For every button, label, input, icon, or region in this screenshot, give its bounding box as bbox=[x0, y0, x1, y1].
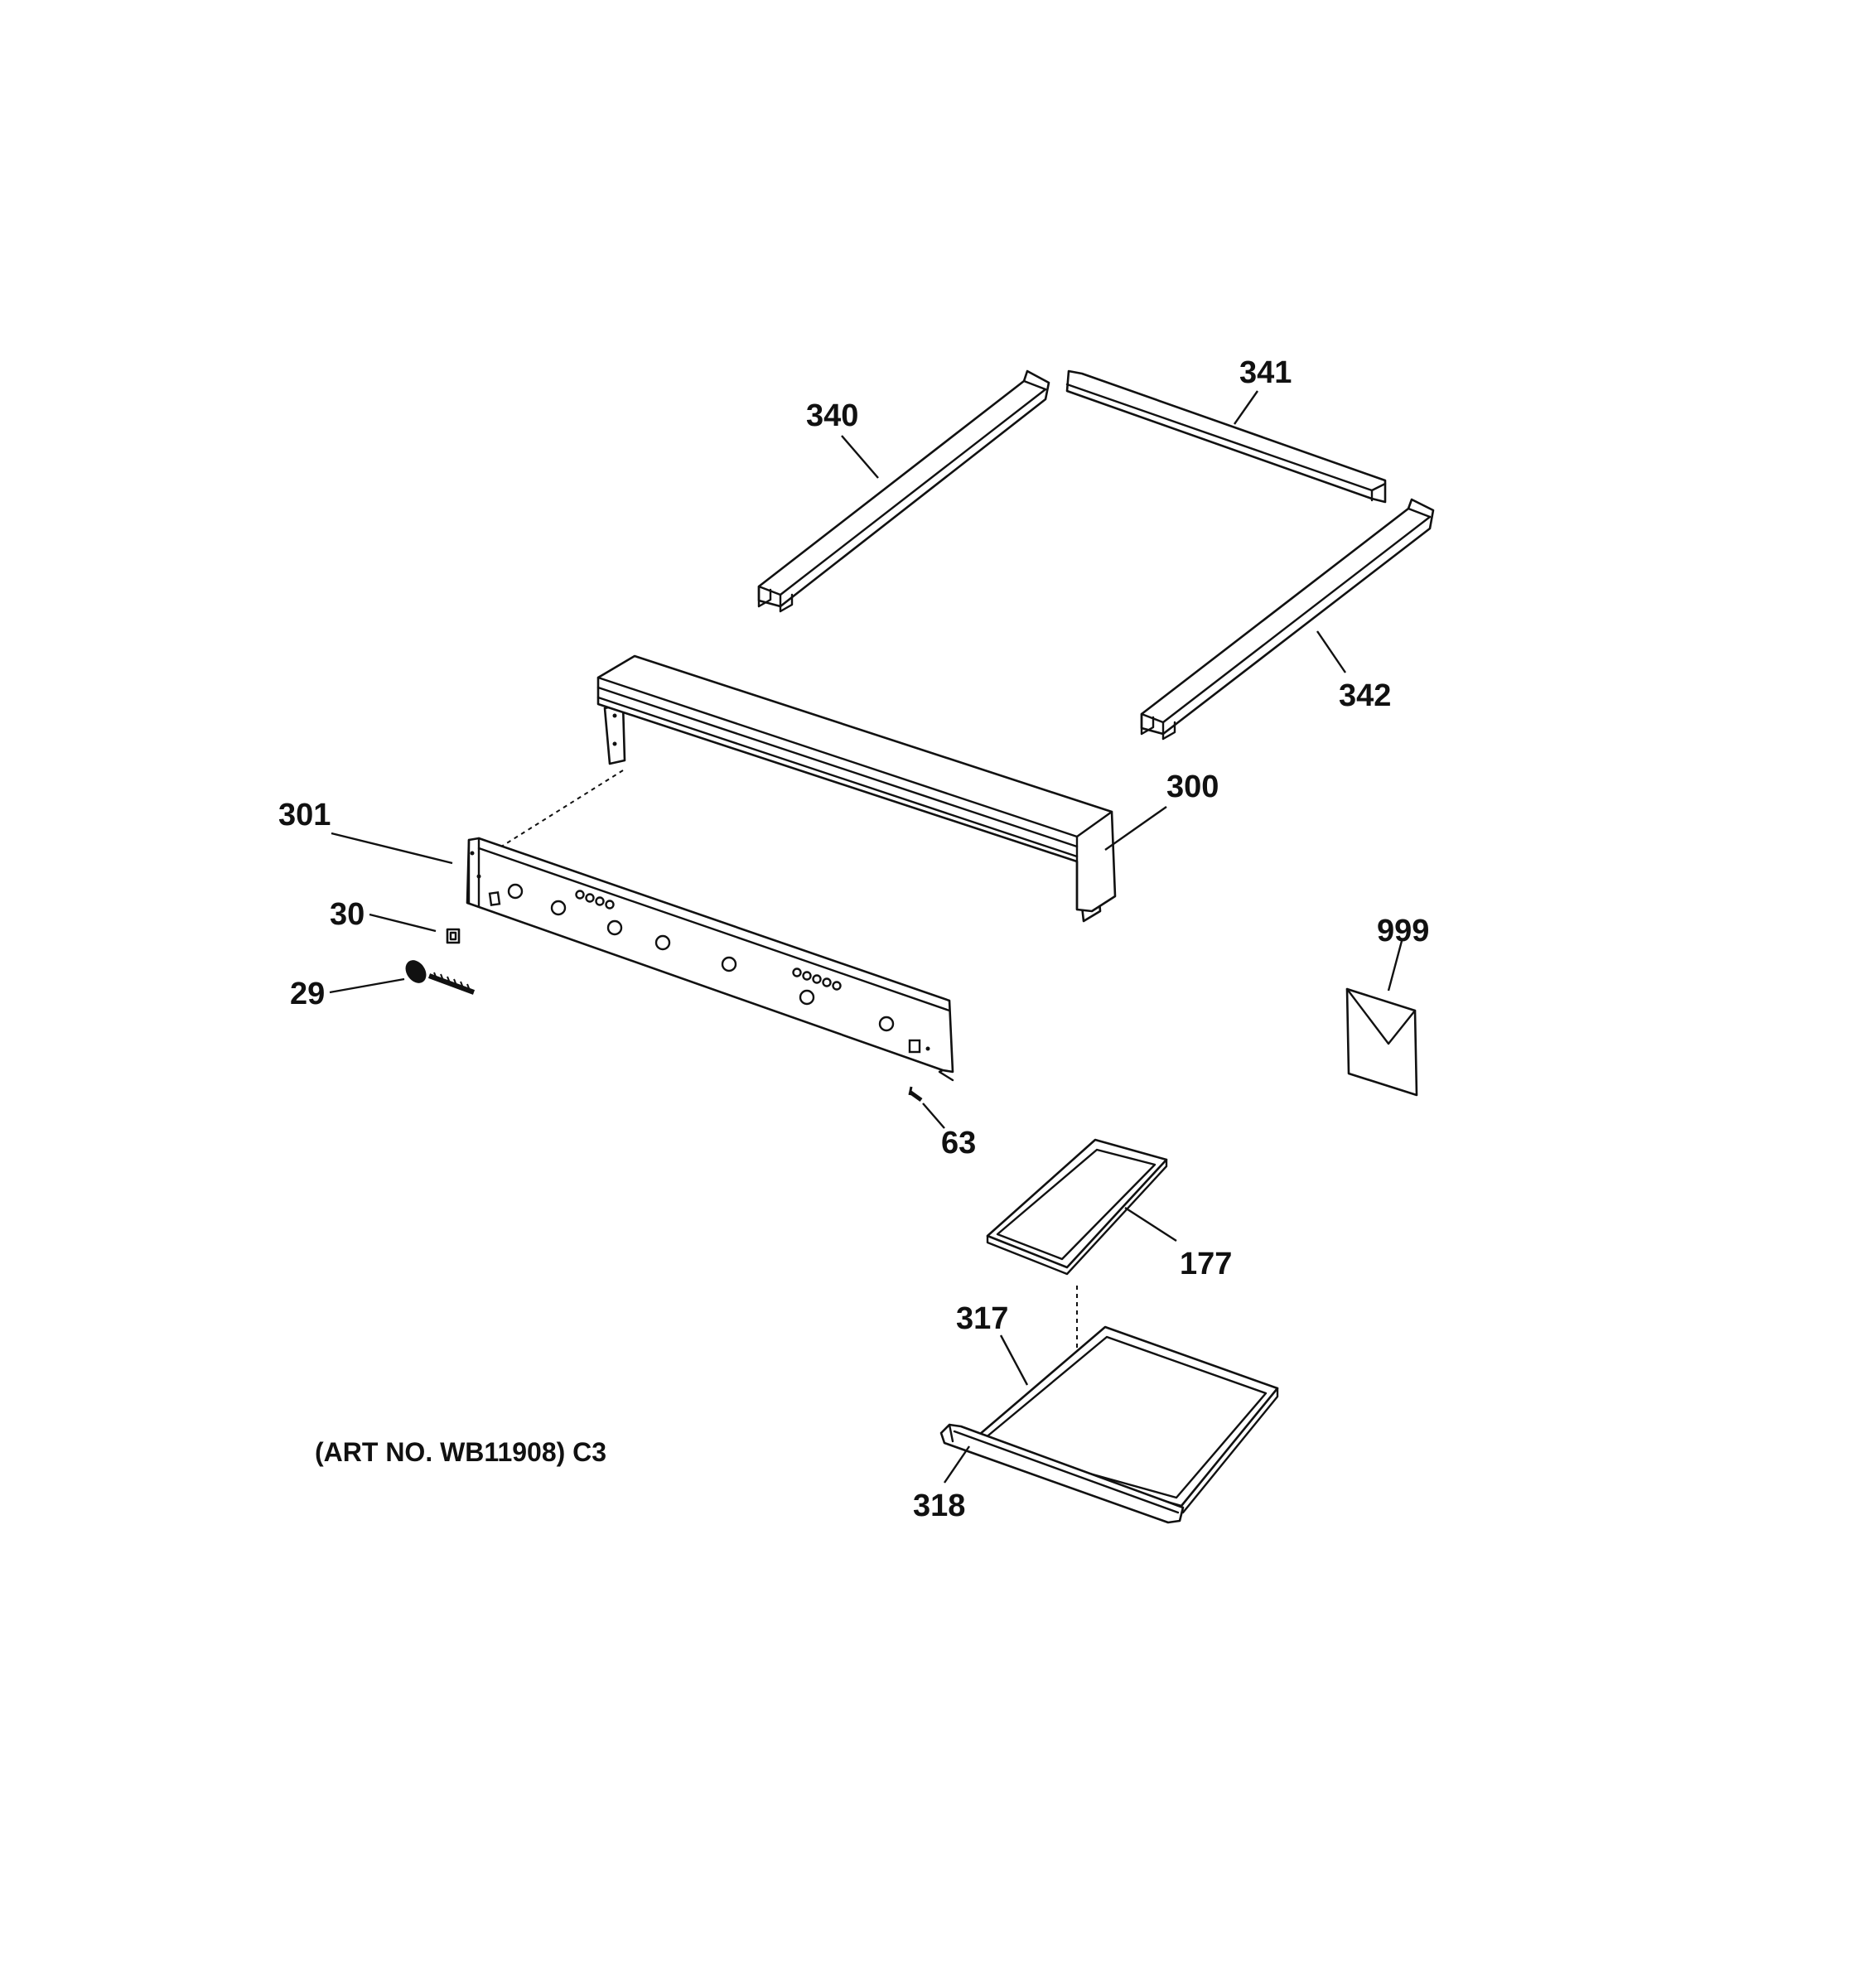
part-342-side-rail bbox=[1140, 498, 1435, 741]
leader-30 bbox=[369, 913, 437, 933]
label-342: 342 bbox=[1339, 678, 1391, 713]
label-317: 317 bbox=[956, 1301, 1008, 1336]
leader-63 bbox=[922, 1103, 945, 1129]
leader-340 bbox=[841, 435, 879, 479]
part-30-clip bbox=[446, 928, 461, 944]
leader-300 bbox=[1104, 806, 1167, 851]
label-300: 300 bbox=[1166, 770, 1219, 804]
art-number-caption: (ART NO. WB11908) C3 bbox=[315, 1437, 606, 1467]
part-340-side-rail bbox=[757, 369, 1050, 613]
label-341: 341 bbox=[1239, 355, 1292, 390]
label-999: 999 bbox=[1377, 914, 1429, 948]
leader-29 bbox=[329, 977, 405, 994]
part-301-control-panel bbox=[466, 837, 954, 1082]
part-63-screw bbox=[908, 1086, 923, 1103]
part-177-tray-frame bbox=[986, 1138, 1168, 1276]
part-999-literature-envelope bbox=[1345, 987, 1418, 1097]
part-341-back-rail bbox=[1065, 369, 1387, 504]
alignment-line-300-301 bbox=[498, 770, 624, 849]
leader-318 bbox=[944, 1445, 970, 1484]
leader-342 bbox=[1316, 630, 1346, 673]
part-318-front-trim bbox=[939, 1423, 1185, 1524]
part-29-knob bbox=[405, 960, 476, 995]
label-340: 340 bbox=[806, 398, 858, 433]
label-29: 29 bbox=[290, 977, 325, 1011]
label-301: 301 bbox=[278, 798, 331, 832]
label-318: 318 bbox=[913, 1489, 965, 1523]
leader-341 bbox=[1234, 390, 1258, 425]
label-177: 177 bbox=[1180, 1247, 1232, 1281]
part-300-top-trim bbox=[596, 654, 1117, 923]
label-63: 63 bbox=[941, 1126, 976, 1160]
leader-999 bbox=[1387, 940, 1403, 992]
leader-317 bbox=[999, 1334, 1029, 1386]
leader-301 bbox=[331, 832, 453, 865]
leader-177 bbox=[1124, 1206, 1177, 1242]
label-30: 30 bbox=[330, 897, 365, 932]
